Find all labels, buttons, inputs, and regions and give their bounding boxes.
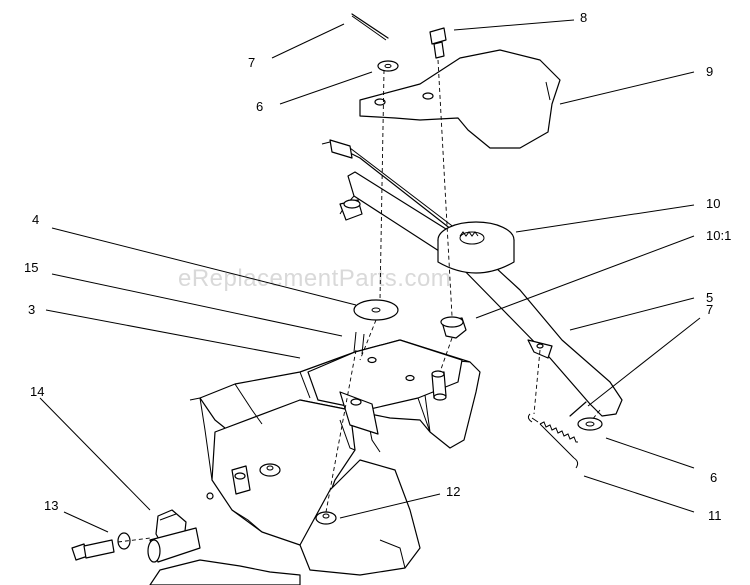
leader-lines — [39, 19, 701, 533]
nuts-part-12 — [259, 463, 337, 525]
callout-10-1: 10:1 — [706, 228, 731, 243]
washer-lower — [577, 417, 603, 431]
cotter-pin-lower — [569, 401, 587, 417]
callout-10: 10 — [706, 196, 720, 211]
callout-7-top: 7 — [248, 55, 255, 70]
callout-15: 15 — [24, 260, 38, 275]
washer-part-4 — [353, 299, 399, 321]
callout-3: 3 — [28, 302, 35, 317]
bolt-part-13 — [71, 532, 131, 561]
callout-12: 12 — [446, 484, 460, 499]
callout-11: 11 — [708, 508, 722, 523]
cam-plate — [359, 49, 561, 149]
callout-4: 4 — [32, 212, 39, 227]
latch-tab — [206, 465, 251, 500]
callout-13: 13 — [44, 498, 58, 513]
bracket-plate — [307, 339, 463, 453]
callout-8: 8 — [580, 10, 587, 25]
pivot-stud — [431, 370, 447, 401]
callout-7-right: 7 — [706, 302, 713, 317]
callout-6-top: 6 — [256, 99, 263, 114]
bolt-upper — [429, 27, 447, 59]
lever-arm — [339, 171, 623, 417]
roll-pins-part-15 — [353, 331, 365, 355]
callout-5: 5 — [706, 290, 713, 305]
switch-assembly — [147, 509, 201, 563]
assembly-centerlines — [117, 59, 601, 543]
bushing-part-10-1 — [440, 316, 467, 339]
watermark-text: eReplacementParts.com — [178, 265, 451, 292]
washer-upper — [377, 60, 399, 72]
callout-9: 9 — [706, 64, 713, 79]
cotter-pin-upper — [351, 13, 389, 41]
hub-part-10 — [437, 221, 515, 274]
callout-labels: 7 8 6 9 10 10:1 4 15 5 7 3 14 6 12 13 11 — [24, 10, 731, 523]
callout-14: 14 — [30, 384, 44, 399]
callout-6-right: 6 — [710, 470, 717, 485]
extension-spring — [527, 413, 579, 469]
control-rod — [321, 139, 471, 245]
